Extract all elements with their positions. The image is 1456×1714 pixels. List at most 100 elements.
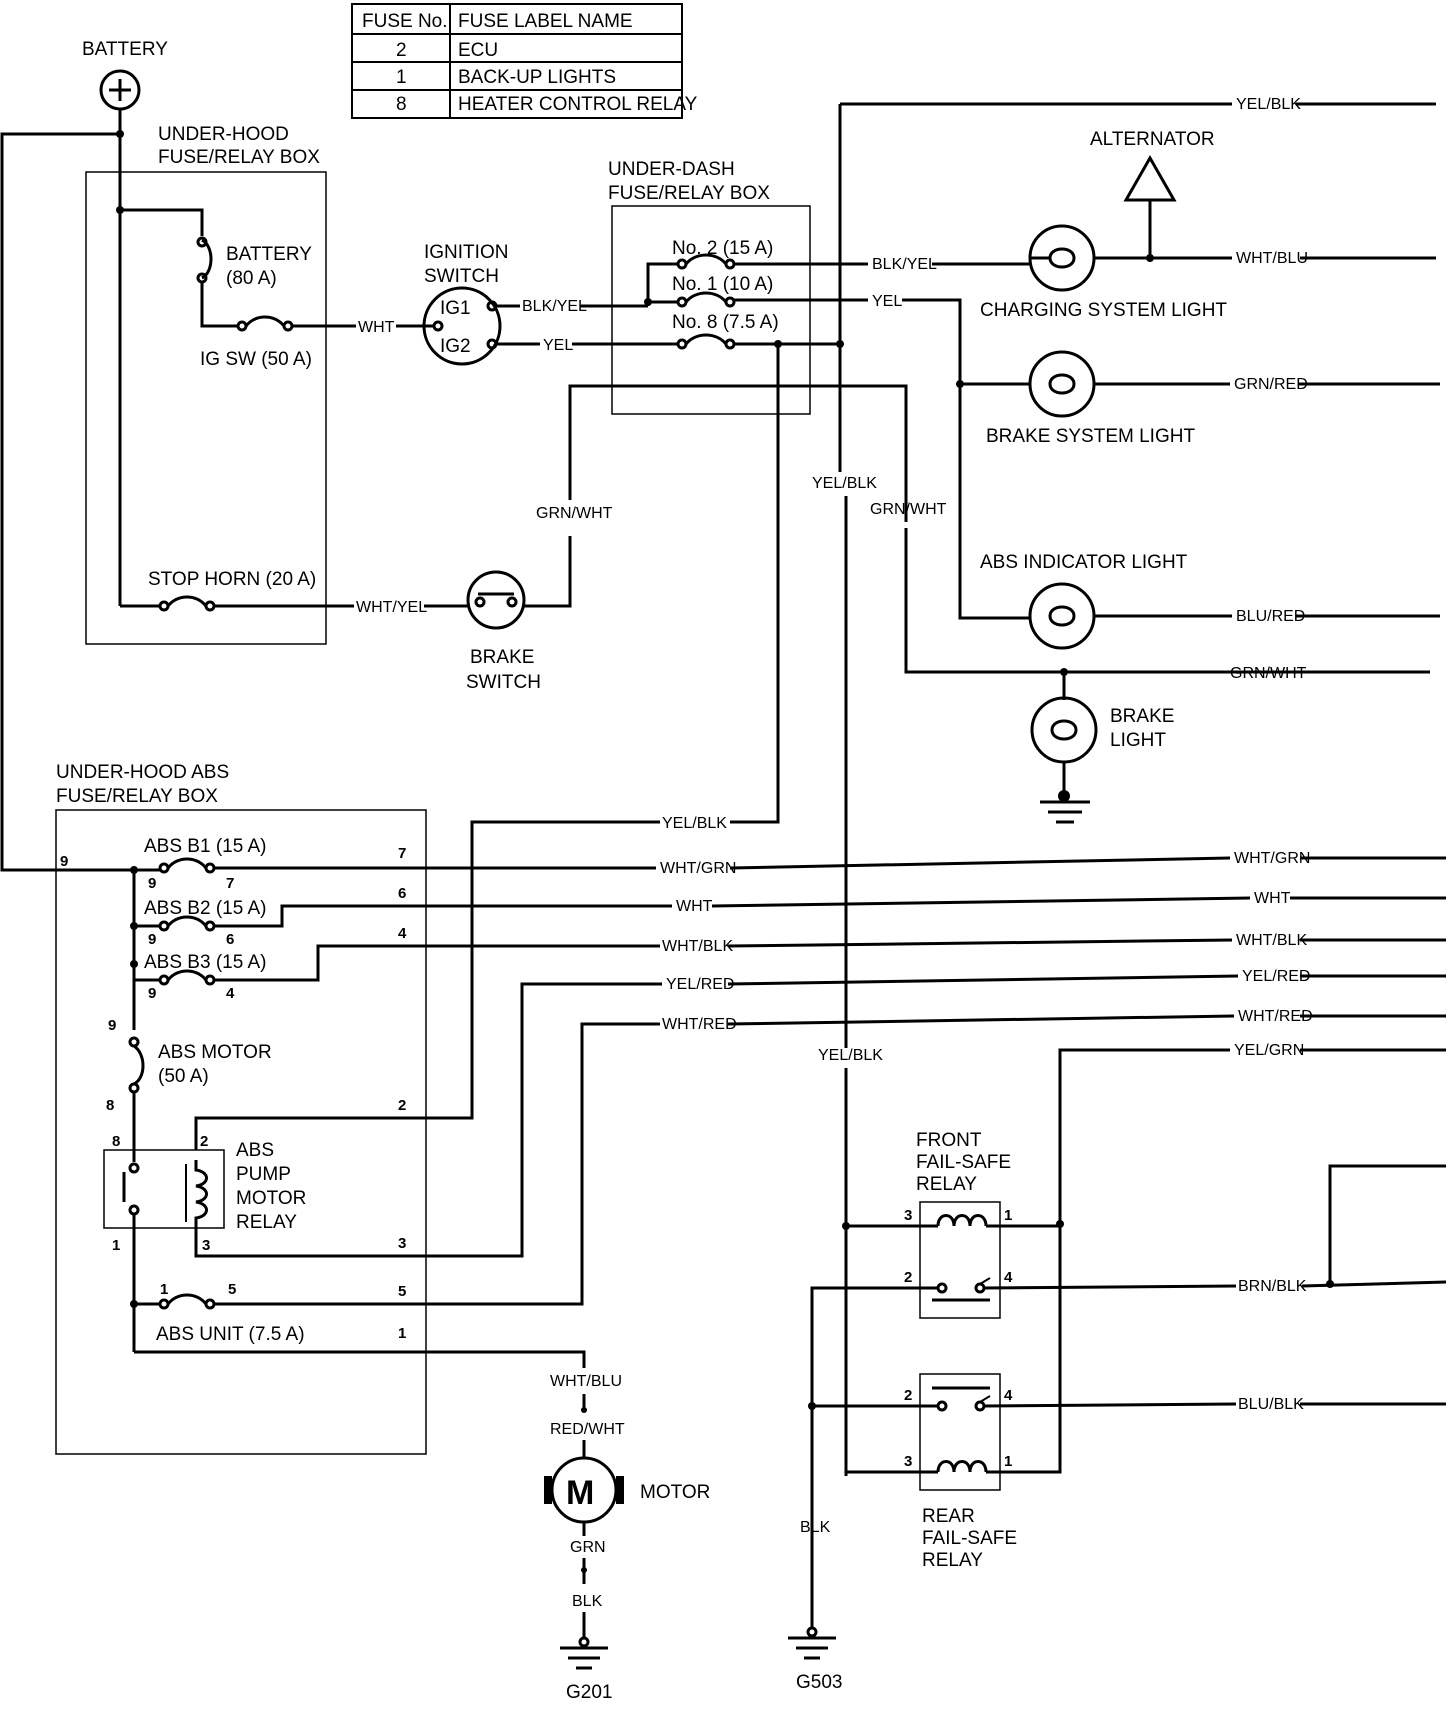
svg-text:3: 3 xyxy=(904,1453,912,1470)
svg-text:WHT: WHT xyxy=(676,898,713,915)
ignition-switch: IGNITION SWITCH IG1 IG2 xyxy=(422,242,540,366)
svg-text:3: 3 xyxy=(202,1237,210,1254)
svg-text:WHT: WHT xyxy=(358,319,395,336)
svg-text:BATTERY: BATTERY xyxy=(226,244,312,265)
svg-text:ABS B2 (15 A): ABS B2 (15 A) xyxy=(144,898,267,919)
svg-text:FAIL-SAFE: FAIL-SAFE xyxy=(916,1152,1011,1173)
svg-text:YEL/BLK: YEL/BLK xyxy=(818,1047,883,1064)
svg-text:7: 7 xyxy=(226,875,234,892)
svg-text:UNDER-HOOD: UNDER-HOOD xyxy=(158,124,289,145)
svg-text:YEL/GRN: YEL/GRN xyxy=(1234,1042,1304,1059)
svg-text:9: 9 xyxy=(108,1017,116,1034)
svg-text:STOP HORN (20 A): STOP HORN (20 A) xyxy=(148,569,316,590)
underdash-fuse-relay-box: UNDER-DASH FUSE/RELAY BOX No. 2 (15 A) N… xyxy=(608,159,868,415)
svg-text:WHT: WHT xyxy=(1254,890,1291,907)
fuse-table-row-name: BACK-UP LIGHTS xyxy=(458,67,616,88)
svg-text:BLU/BLK: BLU/BLK xyxy=(1238,1396,1304,1413)
svg-text:3: 3 xyxy=(398,1235,406,1252)
svg-text:BLK/YEL: BLK/YEL xyxy=(522,298,587,315)
svg-text:WHT/BLU: WHT/BLU xyxy=(1236,250,1308,267)
svg-text:3: 3 xyxy=(904,1207,912,1224)
svg-text:PUMP: PUMP xyxy=(236,1164,291,1185)
svg-text:6: 6 xyxy=(226,931,234,948)
abs-fuse-relay-box: UNDER-HOOD ABS FUSE/RELAY BOX 9 ABS B1 (… xyxy=(55,762,427,1455)
svg-text:No. 1 (10 A): No. 1 (10 A) xyxy=(672,274,773,295)
svg-text:1: 1 xyxy=(398,1325,406,1342)
fuse-table-header-name: FUSE LABEL NAME xyxy=(458,11,633,32)
fuse-table-row-name: ECU xyxy=(458,40,498,61)
svg-text:9: 9 xyxy=(148,931,156,948)
svg-text:IG SW (50 A): IG SW (50 A) xyxy=(200,349,312,370)
svg-text:BRAKE SYSTEM LIGHT: BRAKE SYSTEM LIGHT xyxy=(986,426,1195,447)
battery-feed-wire xyxy=(0,132,120,872)
svg-text:FUSE/RELAY BOX: FUSE/RELAY BOX xyxy=(56,786,218,807)
svg-text:1: 1 xyxy=(112,1237,120,1254)
svg-text:9: 9 xyxy=(148,875,156,892)
battery-label: BATTERY xyxy=(82,39,168,60)
abs-indicator-light: ABS INDICATOR LIGHT xyxy=(980,552,1232,650)
svg-text:FUSE/RELAY BOX: FUSE/RELAY BOX xyxy=(158,147,320,168)
svg-text:FRONT: FRONT xyxy=(916,1130,982,1151)
svg-text:IG1: IG1 xyxy=(440,298,471,319)
fuse-table-row-no: 8 xyxy=(396,94,407,115)
bulb-icon xyxy=(1048,605,1076,627)
svg-text:4: 4 xyxy=(226,985,235,1002)
stop-horn-fuse xyxy=(166,595,208,608)
svg-text:FUSE/RELAY BOX: FUSE/RELAY BOX xyxy=(608,183,770,204)
svg-text:ABS B3 (15 A): ABS B3 (15 A) xyxy=(144,952,267,973)
bulb-icon xyxy=(1050,719,1078,741)
brake-system-light: BRAKE SYSTEM LIGHT xyxy=(986,350,1230,447)
bulb-icon xyxy=(1048,373,1076,395)
abs-motor: WHT/BLU RED/WHT M MOTOR GRN BLK G201 xyxy=(420,1350,710,1703)
svg-text:YEL: YEL xyxy=(543,337,573,354)
fuse-table-row-no: 1 xyxy=(396,67,407,88)
svg-text:9: 9 xyxy=(148,985,156,1002)
coil-icon xyxy=(936,1460,988,1473)
svg-text:2: 2 xyxy=(200,1133,208,1150)
fuse-table: FUSE No. FUSE LABEL NAME 2 ECU 1 BACK-UP… xyxy=(351,3,698,119)
svg-text:BLK: BLK xyxy=(800,1519,831,1536)
alternator: ALTERNATOR xyxy=(1090,129,1215,262)
svg-text:WHT/GRN: WHT/GRN xyxy=(1234,850,1310,867)
svg-text:UNDER-DASH: UNDER-DASH xyxy=(608,159,735,180)
motor-icon: M xyxy=(566,1474,594,1512)
svg-text:ABS INDICATOR LIGHT: ABS INDICATOR LIGHT xyxy=(980,552,1188,573)
svg-text:IG2: IG2 xyxy=(440,336,471,357)
svg-text:1: 1 xyxy=(1004,1453,1012,1470)
svg-text:8: 8 xyxy=(112,1133,120,1150)
svg-text:WHT/BLU: WHT/BLU xyxy=(550,1373,622,1390)
svg-text:No. 8 (7.5 A): No. 8 (7.5 A) xyxy=(672,312,779,333)
svg-text:9: 9 xyxy=(60,853,68,870)
svg-text:MOTOR: MOTOR xyxy=(640,1482,710,1503)
svg-text:BRAKE: BRAKE xyxy=(1110,706,1174,727)
svg-text:WHT/GRN: WHT/GRN xyxy=(660,860,736,877)
svg-text:5: 5 xyxy=(398,1283,406,1300)
svg-text:ALTERNATOR: ALTERNATOR xyxy=(1090,129,1215,150)
svg-text:(80 A): (80 A) xyxy=(226,268,277,289)
svg-text:(50 A): (50 A) xyxy=(158,1066,209,1087)
brake-switch: BRAKE SWITCH xyxy=(466,570,541,693)
svg-text:GRN/WHT: GRN/WHT xyxy=(1230,665,1307,682)
svg-text:1: 1 xyxy=(1004,1207,1012,1224)
bulb-icon xyxy=(1048,247,1076,269)
fuse-table-row-name: HEATER CONTROL RELAY xyxy=(458,94,698,115)
svg-text:SWITCH: SWITCH xyxy=(424,266,499,287)
svg-text:SWITCH: SWITCH xyxy=(466,672,541,693)
svg-text:FAIL-SAFE: FAIL-SAFE xyxy=(922,1528,1017,1549)
svg-text:YEL/BLK: YEL/BLK xyxy=(662,815,727,832)
svg-text:2: 2 xyxy=(904,1387,912,1404)
svg-text:ABS B1 (15 A): ABS B1 (15 A) xyxy=(144,836,267,857)
coil-icon xyxy=(936,1214,988,1227)
svg-text:No. 2 (15 A): No. 2 (15 A) xyxy=(672,238,773,259)
coil-icon xyxy=(194,1160,208,1228)
svg-text:GRN/WHT: GRN/WHT xyxy=(536,505,613,522)
svg-text:6: 6 xyxy=(398,885,406,902)
svg-text:GRN: GRN xyxy=(570,1539,606,1556)
svg-text:YEL/RED: YEL/RED xyxy=(1242,968,1310,985)
fuse-table-header-no: FUSE No. xyxy=(362,11,448,32)
svg-text:BLK/YEL: BLK/YEL xyxy=(872,256,937,273)
rear-fail-safe-relay: 2 4 3 1 REAR FAIL-SAFE RELAY xyxy=(846,1373,1017,1571)
svg-text:G503: G503 xyxy=(796,1672,842,1693)
svg-text:BLK: BLK xyxy=(572,1593,603,1610)
